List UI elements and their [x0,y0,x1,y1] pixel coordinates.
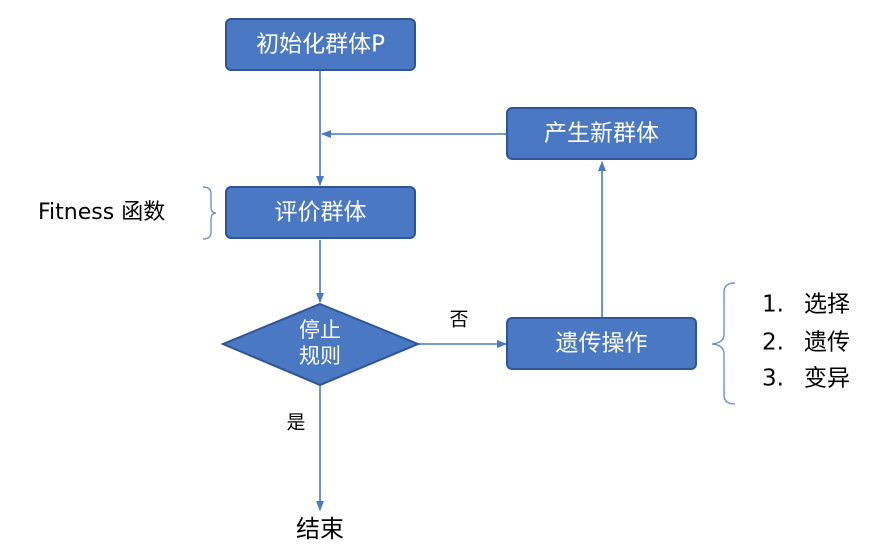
genetic-operations-label: 遗传操作 [556,331,648,357]
yes-label: 是 [286,412,305,434]
connectors [316,71,606,511]
operation-3-text: 变异 [804,366,850,392]
init-population-label: 初始化群体P [256,32,385,58]
operation-2-text: 遗传 [804,330,850,356]
new-population-box: 产生新群体 [506,107,697,160]
operation-2-number: 2. [762,330,784,356]
stop-rule-line2: 规则 [299,344,341,368]
evaluate-population-label: 评价群体 [275,200,367,226]
operations-bracket [711,282,736,405]
fitness-label: Fitness 函数 [38,200,165,225]
init-population-box: 初始化群体P [225,18,416,71]
evaluate-population-box: 评价群体 [225,186,416,239]
fitness-bracket [202,186,217,240]
new-population-label: 产生新群体 [544,121,659,147]
genetic-operations-box: 遗传操作 [506,317,697,370]
operation-1-number: 1. [762,292,784,318]
end-label: 结束 [296,515,344,543]
stop-rule-line1: 停止 [299,318,341,342]
no-label: 否 [449,309,468,331]
operations-list: 1. 选择 2. 遗传 3. 变异 [762,292,850,392]
operation-1-text: 选择 [804,292,850,318]
operation-3-number: 3. [762,366,784,392]
stop-rule-diamond: 停止 规则 [220,302,421,387]
